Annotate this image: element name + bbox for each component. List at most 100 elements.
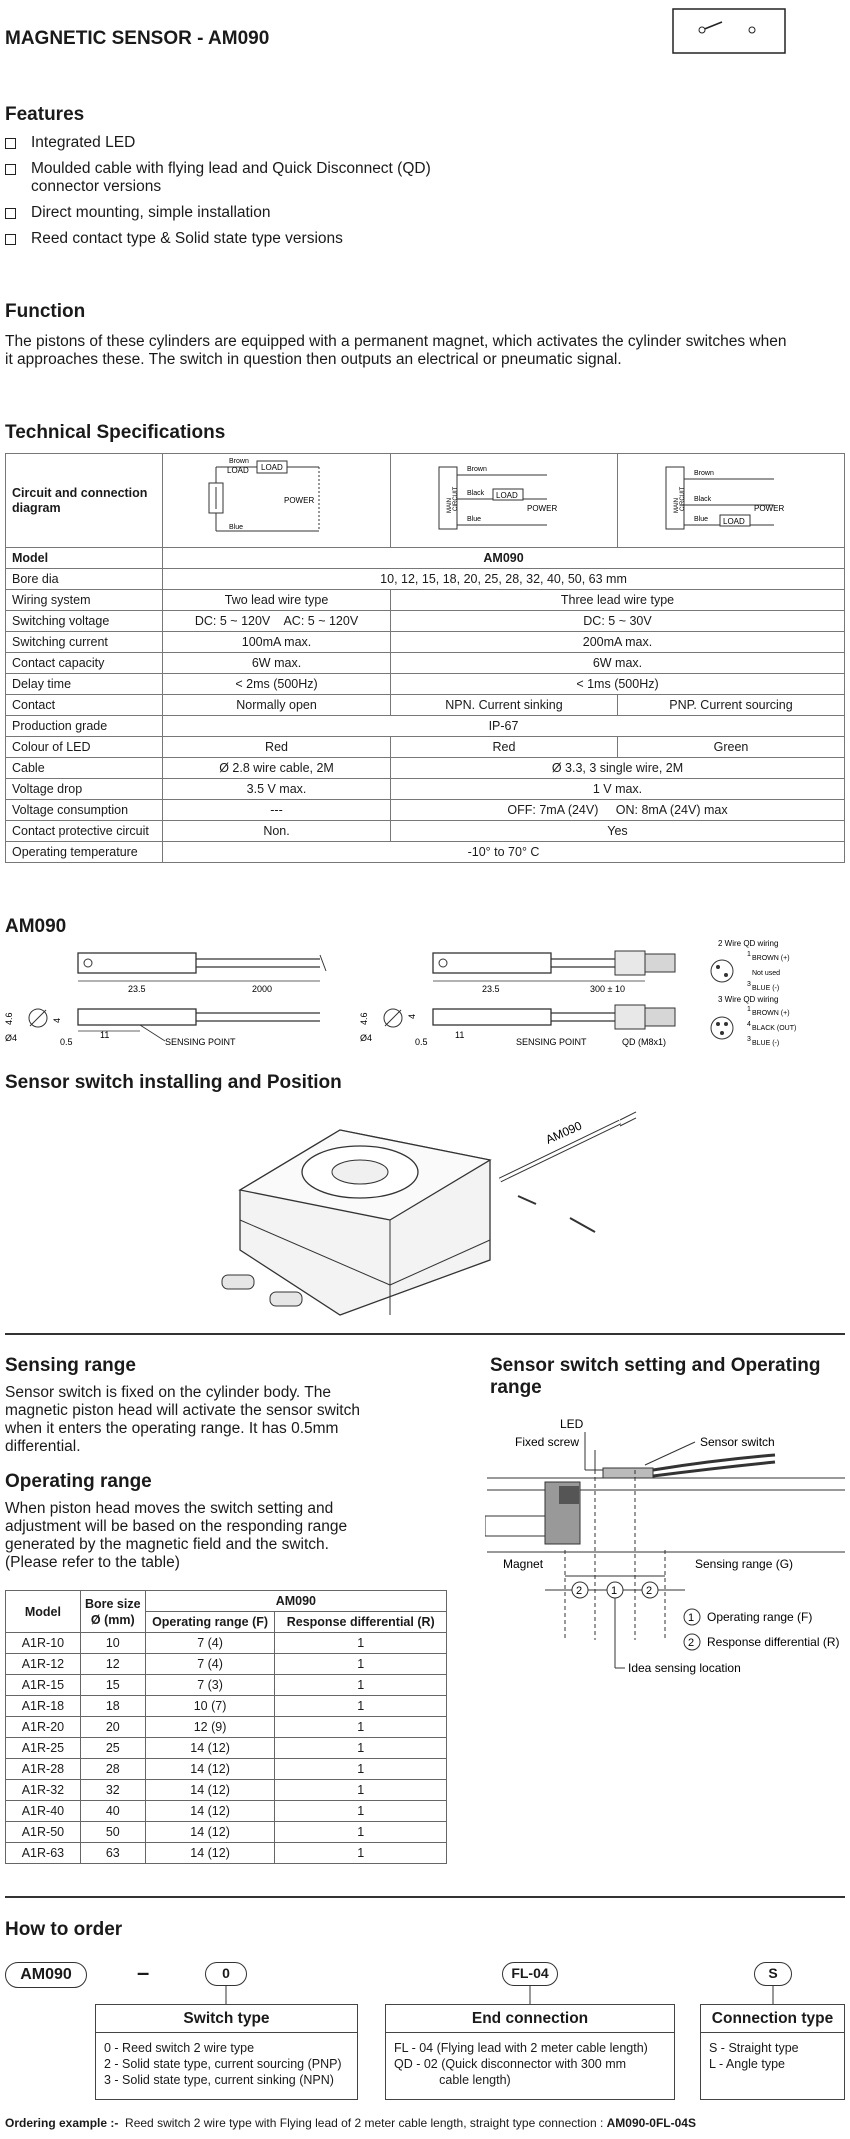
range-cell-resp: 1 xyxy=(274,1779,447,1801)
svg-text:2: 2 xyxy=(646,1585,652,1597)
legend-operating-range: Operating range (F) xyxy=(707,1610,812,1624)
range-cell-bore: 28 xyxy=(79,1758,146,1780)
order-model: AM090 xyxy=(5,1962,87,1988)
svg-text:BROWN (+): BROWN (+) xyxy=(752,955,790,962)
switch-symbol-icon xyxy=(672,8,786,54)
brown-label: Brown xyxy=(229,458,249,465)
range-cell-model: A1R-40 xyxy=(5,1800,81,1822)
range-cell-op: 14 (12) xyxy=(144,1779,276,1801)
page-title: MAGNETIC SENSOR - AM090 xyxy=(5,28,270,49)
setting-diagram: LED Fixed screw Sensor switch Magnet Sen… xyxy=(485,1417,845,1675)
range-cell-model: A1R-63 xyxy=(5,1842,81,1864)
svg-text:3: 3 xyxy=(747,981,751,988)
range-cell-bore: 40 xyxy=(79,1800,146,1822)
sensing-range-label: Sensing range (G) xyxy=(695,1557,793,1571)
svg-text:Ø4: Ø4 xyxy=(5,1033,17,1043)
svg-text:POWER: POWER xyxy=(527,504,557,513)
magnet-label: Magnet xyxy=(503,1557,544,1571)
switch-type-box: Switch type 0 - Reed switch 2 wire type … xyxy=(95,2004,358,2100)
svg-text:CIRCUIT: CIRCUIT xyxy=(453,486,459,511)
tech-heading: Technical Specifications xyxy=(5,422,226,443)
range-cell-op: 14 (12) xyxy=(144,1800,276,1822)
spec-row: Operating temperature-10° to 70° C xyxy=(4,841,845,863)
dim-300: 300 ± 10 xyxy=(590,984,625,994)
range-cell-bore: 25 xyxy=(79,1737,146,1759)
range-cell-bore: 10 xyxy=(79,1632,146,1654)
svg-text:Ø4: Ø4 xyxy=(360,1033,372,1043)
load-label: LOAD xyxy=(227,466,249,475)
range-cell-op: 14 (12) xyxy=(144,1758,276,1780)
svg-text:4: 4 xyxy=(407,1014,417,1019)
svg-text:0.5: 0.5 xyxy=(415,1037,428,1047)
operating-text: When piston head moves the switch settin… xyxy=(5,1500,348,1571)
order-dash: – xyxy=(137,1960,150,1985)
wire2-title: 2 Wire QD wiring xyxy=(718,939,778,948)
range-cell-op: 14 (12) xyxy=(144,1737,276,1759)
range-cell-model: A1R-12 xyxy=(5,1653,81,1675)
svg-text:4.6: 4.6 xyxy=(4,1012,14,1025)
dimension-drawing: 23.5 2000 4.6 Ø4 4 0.5 11 SENSING POINT … xyxy=(4,939,796,1047)
svg-text:Blue: Blue xyxy=(694,516,708,523)
svg-text:SENSING POINT: SENSING POINT xyxy=(516,1037,587,1047)
svg-text:Brown: Brown xyxy=(467,466,487,473)
install-heading: Sensor switch installing and Position xyxy=(5,1072,342,1093)
connection-type-box: Connection type S - Straight type L - An… xyxy=(700,2004,845,2100)
range-cell-model: A1R-10 xyxy=(5,1632,81,1654)
dim-2000: 2000 xyxy=(252,984,272,994)
svg-text:Brown: Brown xyxy=(694,470,714,477)
svg-text:POWER: POWER xyxy=(754,504,784,513)
function-heading: Function xyxy=(5,301,86,322)
svg-text:1: 1 xyxy=(747,951,751,958)
svg-text:23.5: 23.5 xyxy=(482,984,500,994)
range-cell-resp: 1 xyxy=(274,1653,447,1675)
range-cell-model: A1R-25 xyxy=(5,1737,81,1759)
circuit-diagram-reed: LOAD Brown LOAD Blue POWER xyxy=(162,453,391,548)
svg-text:1: 1 xyxy=(688,1612,694,1624)
svg-text:BLUE (-): BLUE (-) xyxy=(752,1040,779,1047)
svg-text:4: 4 xyxy=(747,1021,751,1028)
svg-text:MAIN: MAIN xyxy=(447,498,453,513)
col-response: Response differential (R) xyxy=(274,1611,447,1633)
sensing-point-label: SENSING POINT xyxy=(165,1037,236,1047)
ordering-example: Ordering example :- Reed switch 2 wire t… xyxy=(5,2116,696,2130)
range-cell-resp: 1 xyxy=(274,1737,447,1759)
range-cell-resp: 1 xyxy=(274,1758,447,1780)
order-heading: How to order xyxy=(5,1919,123,1940)
svg-text:BLUE (-): BLUE (-) xyxy=(752,985,779,992)
range-cell-model: A1R-50 xyxy=(5,1821,81,1843)
led-label: LED xyxy=(560,1417,584,1431)
range-cell-resp: 1 xyxy=(274,1674,447,1696)
svg-text:Not used: Not used xyxy=(752,970,780,977)
checkbox-icon xyxy=(5,208,16,219)
svg-text:1: 1 xyxy=(747,1006,751,1013)
svg-text:Blue: Blue xyxy=(467,516,481,523)
svg-text:11: 11 xyxy=(455,1030,464,1040)
qd-label: QD (M8x1) xyxy=(622,1037,666,1047)
range-cell-bore: 50 xyxy=(79,1821,146,1843)
svg-text:11: 11 xyxy=(100,1030,109,1040)
range-cell-model: A1R-20 xyxy=(5,1716,81,1738)
range-cell-op: 12 (9) xyxy=(144,1716,276,1738)
svg-text:4: 4 xyxy=(52,1018,62,1023)
sensing-heading: Sensing range xyxy=(5,1355,136,1376)
circuit-diagram-npn: MAIN CIRCUIT Brown Black Blue LOAD POWER xyxy=(389,453,618,548)
dim-23-5: 23.5 xyxy=(128,984,146,994)
checkbox-icon xyxy=(5,164,16,175)
